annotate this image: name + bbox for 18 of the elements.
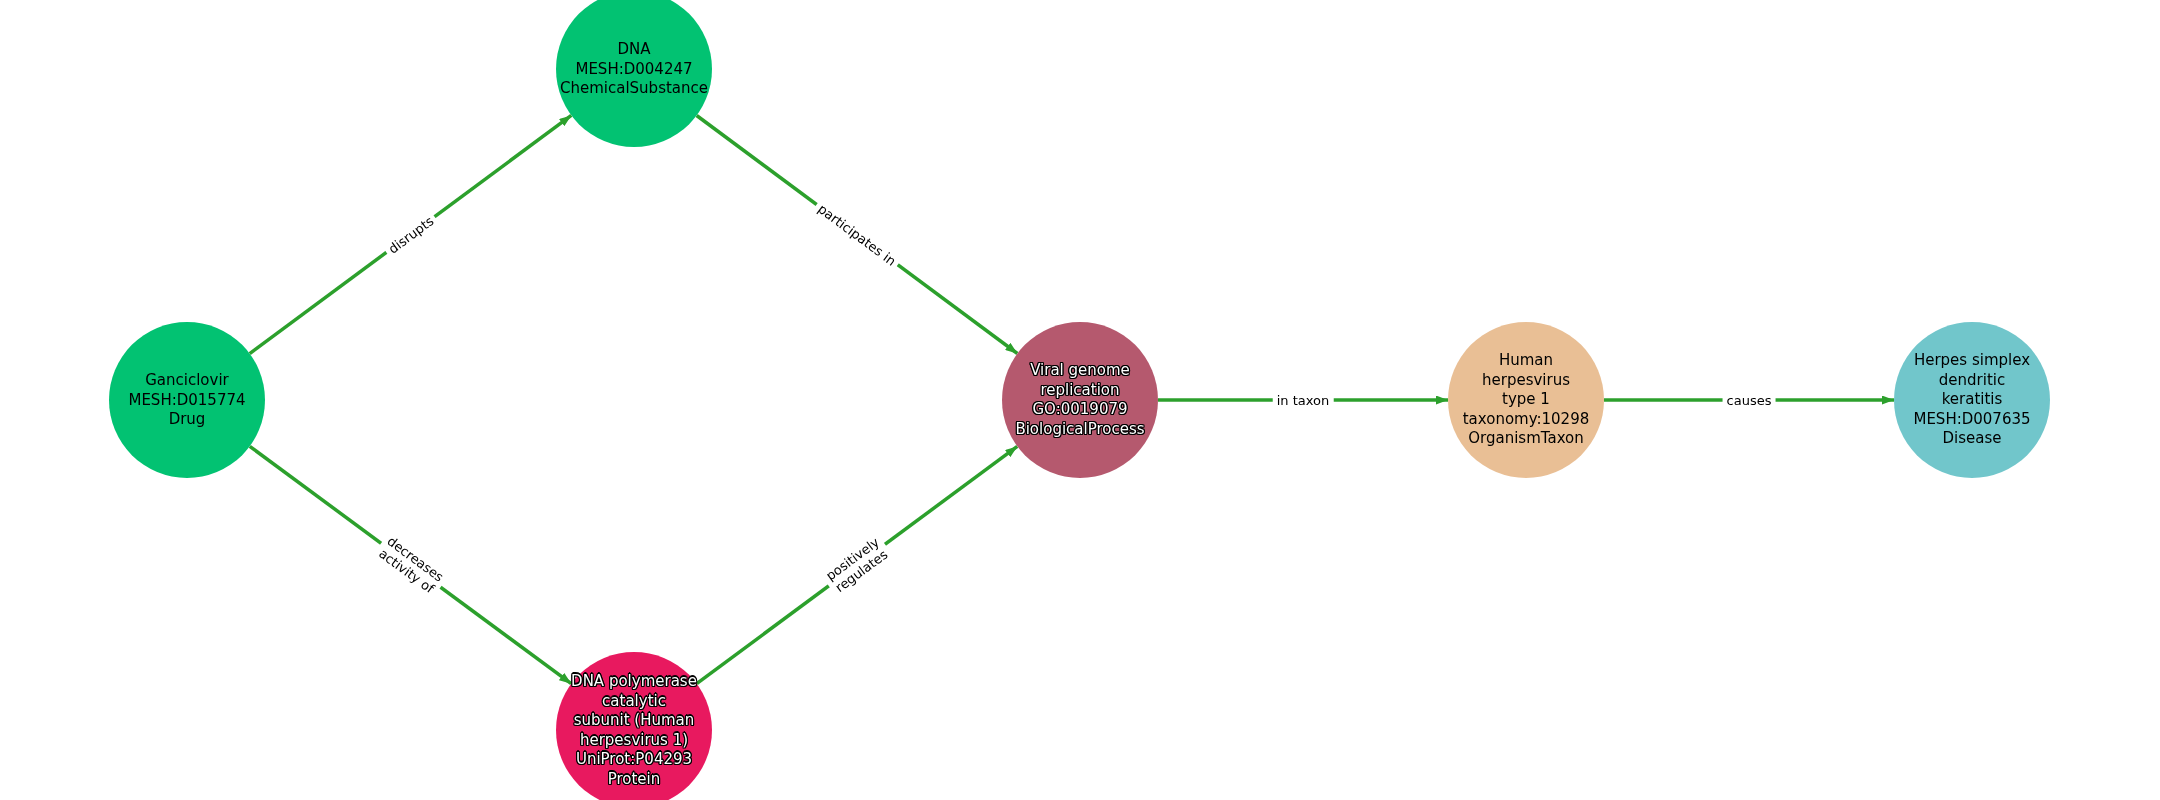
node-label: Human herpesvirus type 1	[1482, 351, 1570, 410]
node-label: taxonomy:10298	[1462, 409, 1590, 430]
node-label: Herpes simplex dendritic keratitis	[1913, 351, 2031, 410]
node-label: UniProt:P04293	[575, 749, 693, 769]
node-label: MESH:D004247	[575, 59, 693, 79]
node-label: DNA	[617, 39, 651, 60]
node-label: BiologicalProcess	[1015, 419, 1145, 439]
node-label: GO:0019079	[1032, 400, 1128, 420]
node-label: Disease	[1942, 429, 2002, 449]
node-label: ChemicalSubstance	[560, 78, 708, 99]
node-label: Drug	[168, 409, 206, 430]
node-label: MESH:D007635	[1913, 409, 2031, 430]
node-label: Protein	[607, 769, 661, 789]
node-label: OrganismTaxon	[1468, 429, 1584, 449]
node-label: Viral genome replication	[1030, 361, 1130, 400]
node-label: DNA polymerase catalytic subunit (Human herpesvirus 1)	[571, 671, 697, 750]
node-label: MESH:D015774	[128, 390, 246, 410]
node-label: Ganciclovir	[145, 370, 229, 391]
